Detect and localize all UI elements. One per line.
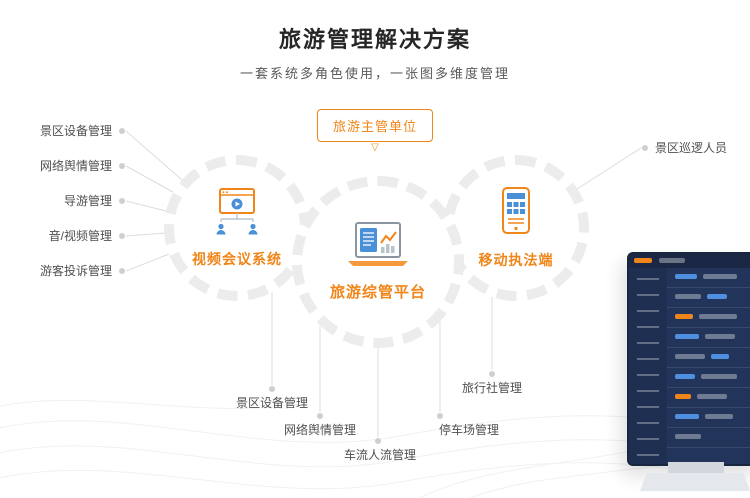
dashboard-chip (705, 414, 733, 419)
dashboard-topbar (629, 254, 750, 268)
dashboard-chip (699, 314, 737, 319)
dashboard-chip (659, 258, 685, 263)
circle-mobile-enforcement: 移动执法端 (443, 155, 589, 301)
dashboard-chip (697, 394, 727, 399)
laptop-dashboard-icon (345, 222, 411, 273)
dashboard-chip (703, 274, 737, 279)
dashboard-chip (711, 354, 729, 359)
dashboard-chip (675, 414, 699, 419)
bottom-label-opinion: 网络舆情管理 (283, 423, 357, 437)
dashboard-chip (675, 434, 701, 439)
dashboard-sidebar-items (637, 278, 659, 456)
left-label-guide: 导游管理 (63, 194, 112, 208)
dashboard-monitor-preview (627, 252, 750, 466)
page-title: 旅游管理解决方案 (278, 27, 471, 52)
dashboard-chip (634, 258, 652, 263)
circle-video-conference: 视频会议系统 (164, 155, 310, 301)
dashboard-chip (675, 274, 697, 279)
circle-label-mobile-enforcement: 移动执法端 (478, 251, 554, 268)
dashboard-chip (675, 294, 701, 299)
dashboard-chip (675, 334, 699, 339)
dashboard-sidebar (629, 268, 667, 464)
dashboard-main (667, 268, 750, 464)
dashboard-chip (675, 354, 705, 359)
left-label-av: 音/视频管理 (48, 229, 112, 243)
dashboard-chip (701, 374, 737, 379)
circle-platform: 旅游综管平台 (292, 176, 464, 348)
page-subtitle: 一套系统多角色使用，一张图多维度管理 (239, 66, 510, 81)
bottom-label-traffic: 车流人流管理 (343, 448, 417, 462)
left-label-opinion: 网络舆情管理 (39, 159, 112, 173)
monitor-stand-base (640, 473, 750, 491)
mobile-enforcement-icon (499, 186, 533, 242)
dashboard-chip (675, 394, 691, 399)
dashboard-chip (675, 374, 695, 379)
left-label-complaint: 游客投诉管理 (39, 264, 112, 278)
dashboard-chip (707, 294, 727, 299)
bottom-label-parking: 停车场管理 (438, 423, 500, 437)
bottom-label-travel-agency: 旅行社管理 (461, 381, 523, 395)
authority-label: 旅游主管单位 (316, 109, 434, 142)
connector-lines (125, 130, 642, 437)
left-label-equipment: 景区设备管理 (39, 124, 112, 138)
circle-label-platform: 旅游综管平台 (329, 284, 426, 301)
dashboard-chip (705, 334, 735, 339)
circle-label-video-conference: 视频会议系统 (192, 250, 282, 267)
down-arrow-icon: ▽ (371, 142, 379, 153)
dashboard-chip (675, 314, 693, 319)
bottom-label-equipment: 景区设备管理 (235, 396, 309, 410)
video-conference-icon (208, 187, 266, 241)
monitor-stand-neck (668, 462, 724, 474)
right-label-patrol: 景区巡逻人员 (655, 141, 728, 155)
connector-dots (119, 128, 648, 444)
